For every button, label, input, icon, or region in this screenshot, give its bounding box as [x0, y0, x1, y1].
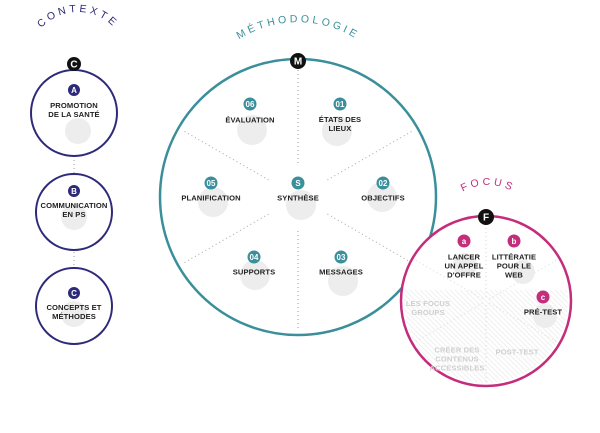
methodologie-item-03-badge	[334, 250, 348, 264]
focus-dividers	[414, 219, 558, 383]
contexte-badge-text: C	[70, 60, 77, 71]
contexte-item-b-label: COMMUNICATION EN PS	[40, 201, 108, 219]
methodologie-badge-text: M	[294, 57, 302, 68]
focus-divider	[489, 302, 558, 343]
methodologie-section: MÉTHODOLOGIE M S 01 02 03 04 05	[158, 13, 438, 337]
methodologie-bubble-05	[198, 187, 228, 217]
methodologie-center-label: SYNTHÈSE	[277, 193, 319, 203]
focus-bubble-b	[511, 260, 535, 284]
methodologie-center-badge	[291, 176, 305, 190]
focus-hatch-line	[404, 289, 501, 383]
focus-divider	[489, 259, 558, 300]
focus-badge-text: F	[483, 213, 489, 224]
methodologie-item-04-badge	[247, 250, 261, 264]
methodologie-bubble-center	[286, 190, 316, 220]
methodologie-item-06-badge	[243, 97, 257, 111]
focus-item-b-badge-text: b	[512, 237, 517, 246]
methodologie-item-03-label: MESSAGES	[319, 267, 363, 277]
contexte-title: CONTEXTE	[35, 3, 121, 30]
focus-faded-focus-groups: LES FOCUS GROUPS	[405, 299, 451, 317]
focus-hatch-line	[499, 289, 568, 383]
methodologie-item-05-badge	[204, 176, 218, 190]
focus-hatch-line	[575, 290, 600, 400]
focus-badge	[478, 209, 494, 225]
methodologie-item-02-badge	[376, 176, 390, 190]
methodologie-divider	[327, 213, 415, 265]
focus-hatch-line	[484, 289, 568, 383]
methodologie-item-06-badge-text: 06	[246, 100, 255, 109]
methodologie-dividers	[181, 63, 415, 331]
methodologie-divider	[181, 213, 269, 265]
methodologie-item-01-badge-text: 01	[336, 100, 345, 109]
focus-item-c-label: PRÉ-TEST	[523, 307, 563, 317]
methodologie-bubble-06	[237, 115, 267, 145]
focus-item-c-badge-text: c	[541, 293, 546, 302]
focus-section: FOCUS F a b c	[399, 176, 600, 400]
methodologie-badge	[290, 53, 306, 69]
methodologie-title: MÉTHODOLOGIE	[234, 13, 361, 42]
methodologie-item-04-label: SUPPORTS	[232, 267, 276, 277]
methodologie-item-03-badge-text: 03	[337, 253, 346, 262]
methodologie-bubble-01	[322, 116, 352, 146]
focus-item-b-label: LITTÉRATIE POUR LE WEB	[491, 252, 537, 280]
focus-hatch-line	[404, 289, 516, 383]
methodologie-bubble-02	[367, 182, 397, 212]
methodologie-center-badge-text: S	[295, 179, 301, 188]
focus-title: FOCUS	[459, 176, 517, 194]
focus-bubble-a	[453, 253, 477, 277]
methodologie-item-02-label: OBJECTIFS	[361, 193, 405, 203]
focus-hatch-line	[580, 290, 600, 400]
focus-hatch-line	[479, 289, 568, 383]
methodologie-item-04-badge-text: 04	[250, 253, 259, 262]
focus-hatch-line	[404, 289, 506, 383]
contexte-item-b-badge	[68, 185, 80, 197]
methodologie-item-05-badge-text: 05	[207, 179, 216, 188]
focus-hatch-line	[404, 289, 491, 383]
contexte-badge	[67, 57, 81, 71]
focus-divider	[414, 259, 483, 300]
contexte-item-a-badge	[68, 84, 80, 96]
contexte-bubble-b	[61, 204, 87, 230]
methodologie-item-06-label: ÉVALUATION	[225, 115, 275, 125]
focus-bubble-c	[533, 304, 557, 328]
focus-hatch-line	[404, 289, 511, 383]
contexte-item-c-badge	[68, 287, 80, 299]
focus-hatch-line	[570, 290, 600, 400]
contexte-item-b-badge-text: B	[71, 187, 77, 196]
focus-item-c-badge	[536, 290, 550, 304]
focus-item-a-label: LANCER UN APPEL D'OFFRE	[444, 252, 484, 280]
focus-hatch-line	[544, 289, 568, 383]
contexte-section: CONTEXTE C A B C	[30, 3, 121, 345]
methodologie-bubble-03	[328, 266, 358, 296]
contexte-item-c-badge-text: C	[71, 289, 77, 298]
focus-hatch-line	[489, 289, 568, 383]
focus-item-a-badge-text: a	[462, 237, 467, 246]
methodologie-divider	[181, 129, 269, 181]
methodologie-item-01-label: ÉTATS DES LIEUX	[318, 115, 362, 133]
focus-item-b-badge	[507, 234, 521, 248]
focus-faded-post-test: POST-TEST	[495, 347, 539, 357]
focus-hatch-line	[404, 289, 496, 383]
focus-hatch-line	[514, 289, 568, 383]
methodologie-item-01-badge	[333, 97, 347, 111]
contexte-bubble-a	[65, 118, 91, 144]
methodologie-bubble-04	[240, 260, 270, 290]
focus-hatch-line	[539, 289, 568, 383]
methodologie-item-02-badge-text: 02	[379, 179, 388, 188]
focus-item-a-badge	[457, 234, 471, 248]
contexte-bubble-c	[61, 301, 87, 327]
methodologie-divider	[327, 129, 415, 181]
contexte-item-c-label: CONCEPTS ET MÉTHODES	[46, 303, 102, 321]
focus-faded-contenus-accessibles: CRÉER DES CONTENUS ACCESSIBLES	[429, 345, 485, 373]
focus-hatch-line	[494, 289, 568, 383]
focus-hatch-line	[585, 290, 600, 400]
focus-divider	[414, 302, 483, 343]
contexte-item-a-label: PROMOTION DE LA SANTÉ	[48, 101, 100, 119]
contexte-item-a-badge-text: A	[71, 86, 77, 95]
methodologie-item-05-label: PLANIFICATION	[181, 193, 241, 203]
